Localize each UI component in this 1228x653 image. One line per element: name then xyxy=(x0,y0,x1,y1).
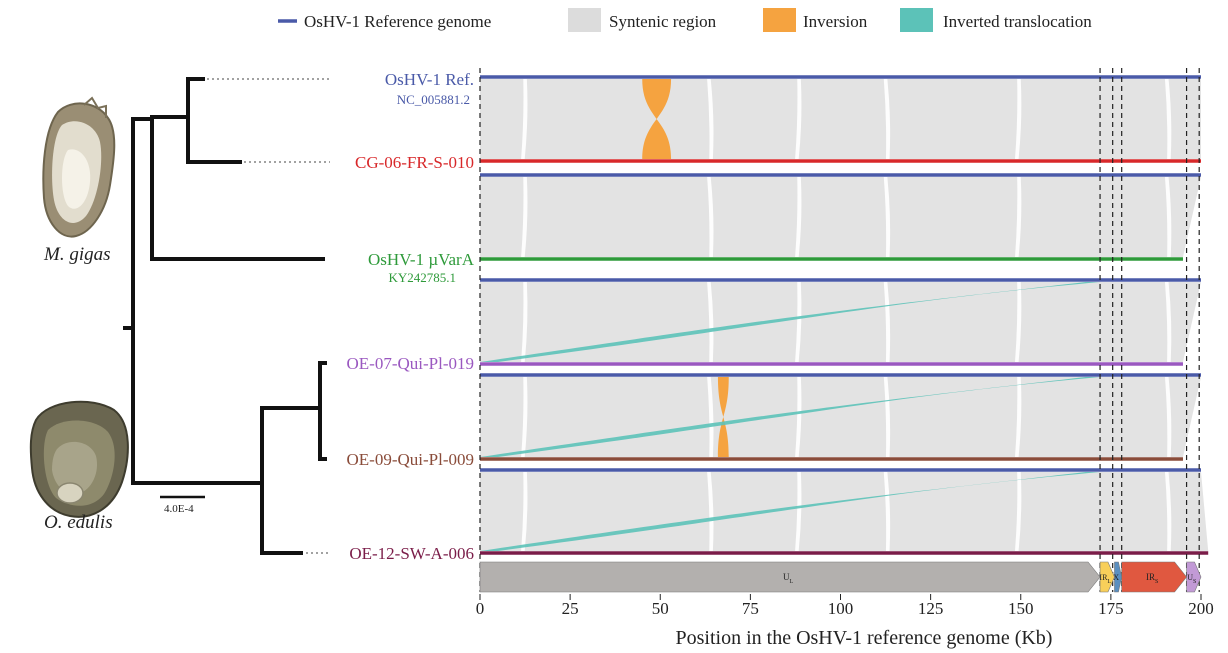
legend-syntenic: Syntenic region xyxy=(568,8,717,32)
genome-label-oe-07: OE-07-Qui-Pl-019 xyxy=(347,354,474,373)
legend-reference: OsHV-1 Reference genome xyxy=(278,12,491,31)
genome-accession-oshv1-ref: NC_005881.2 xyxy=(397,92,470,107)
indel-gap xyxy=(707,79,714,159)
x-axis-tick-label: 0 xyxy=(476,599,485,618)
indel-gap xyxy=(883,472,891,551)
inversion-block xyxy=(717,377,729,457)
indel-gap xyxy=(883,282,891,362)
syntenic-block xyxy=(480,377,1201,457)
indel-gap xyxy=(795,282,802,362)
indel-gap xyxy=(795,472,802,551)
indel-gap xyxy=(707,472,714,551)
indel-gap xyxy=(1014,282,1022,362)
indel-gap xyxy=(883,377,891,457)
genome-label-cg-06: CG-06-FR-S-010 xyxy=(355,153,474,172)
syntenic-block xyxy=(480,177,1201,257)
genome-region-arrow xyxy=(1114,561,1122,593)
phylogenetic-tree xyxy=(123,77,327,555)
x-axis-tick-label: 75 xyxy=(742,599,759,618)
x-axis-title: Position in the OsHV-1 reference genome … xyxy=(676,627,1053,649)
indel-gap xyxy=(795,79,802,159)
legend-syntenic-label: Syntenic region xyxy=(609,12,717,31)
inverted-translocation-ribbon xyxy=(480,377,1101,457)
host-label-gigas: M. gigas xyxy=(43,244,111,265)
tree-scale-bar: 4.0E-4 xyxy=(160,495,205,515)
indel-gap xyxy=(521,377,528,457)
inverted-translocation-ribbon xyxy=(480,472,1101,551)
oyster-gigas-image xyxy=(42,96,116,238)
indel-gap xyxy=(883,177,891,257)
indel-gap xyxy=(707,177,714,257)
legend-inverted-translocation: Inverted translocation xyxy=(900,8,1092,32)
indel-gap xyxy=(707,377,714,457)
legend: OsHV-1 Reference genome Syntenic region … xyxy=(278,8,1092,32)
legend-reference-label: OsHV-1 Reference genome xyxy=(304,12,491,31)
indel-gap xyxy=(1014,177,1022,257)
genome-region-label: UL xyxy=(783,572,794,585)
legend-inverted-translocation-label: Inverted translocation xyxy=(943,12,1092,31)
x-axis-tick-label: 150 xyxy=(1008,599,1034,618)
genome-label-oshv1-uvara: OsHV-1 µVarA xyxy=(368,250,475,269)
indel-gap xyxy=(1164,472,1172,551)
indel-gap xyxy=(1164,177,1172,257)
indel-gap xyxy=(1014,377,1022,457)
tree-leader-lines xyxy=(207,78,330,554)
indel-gap xyxy=(1164,282,1172,362)
inverted-translocation-ribbon xyxy=(480,282,1101,362)
genome-region-arrow xyxy=(1186,561,1202,593)
indel-gap xyxy=(795,377,802,457)
indel-gap xyxy=(1014,472,1022,551)
syntenic-block xyxy=(480,282,1201,362)
indel-gap xyxy=(521,282,528,362)
indel-gap xyxy=(1014,79,1022,159)
indel-gap xyxy=(521,79,528,159)
genome-region-arrow xyxy=(479,561,1101,593)
legend-inversion-label: Inversion xyxy=(803,12,868,31)
legend-inverted-translocation-swatch xyxy=(900,8,933,32)
x-axis-tick-label: 200 xyxy=(1188,599,1214,618)
genome-accession-oshv1-uvara: KY242785.1 xyxy=(388,270,456,285)
indel-gap xyxy=(521,177,528,257)
genome-region-label: US xyxy=(1187,573,1196,585)
genome-region-arrow xyxy=(1121,561,1187,593)
inversion-block xyxy=(642,79,672,159)
legend-inversion-swatch xyxy=(763,8,796,32)
x-axis-tick-label: 25 xyxy=(562,599,579,618)
genome-label-oe-12: OE-12-SW-A-006 xyxy=(349,544,474,563)
oyster-edulis-image xyxy=(29,400,129,518)
genome-label-oe-09: OE-09-Qui-Pl-009 xyxy=(347,450,474,469)
x-axis-tick-label: 50 xyxy=(652,599,669,618)
x-axis-tick-label: 100 xyxy=(828,599,854,618)
indel-gap xyxy=(795,177,802,257)
genome-label-oshv1-ref: OsHV-1 Ref. xyxy=(385,70,474,89)
syntenic-block xyxy=(480,79,1201,159)
genome-labels: OsHV-1 Ref. NC_005881.2 CG-06-FR-S-010 O… xyxy=(347,70,475,563)
syntenic-block xyxy=(480,472,1209,551)
host-label-edulis: O. edulis xyxy=(44,512,113,533)
x-axis-tick-label: 125 xyxy=(918,599,944,618)
indel-gap xyxy=(1164,377,1172,457)
indel-gap xyxy=(883,79,891,159)
tree-scale-label: 4.0E-4 xyxy=(164,503,194,515)
indel-gap xyxy=(707,282,714,362)
x-axis-tick-label: 175 xyxy=(1098,599,1124,618)
legend-syntenic-swatch xyxy=(568,8,601,32)
legend-inversion: Inversion xyxy=(763,8,868,32)
genome-region-arrow xyxy=(1099,561,1115,593)
genome-region-label: X xyxy=(1113,573,1119,582)
indel-gap xyxy=(1164,79,1172,159)
indel-gap xyxy=(521,472,528,551)
